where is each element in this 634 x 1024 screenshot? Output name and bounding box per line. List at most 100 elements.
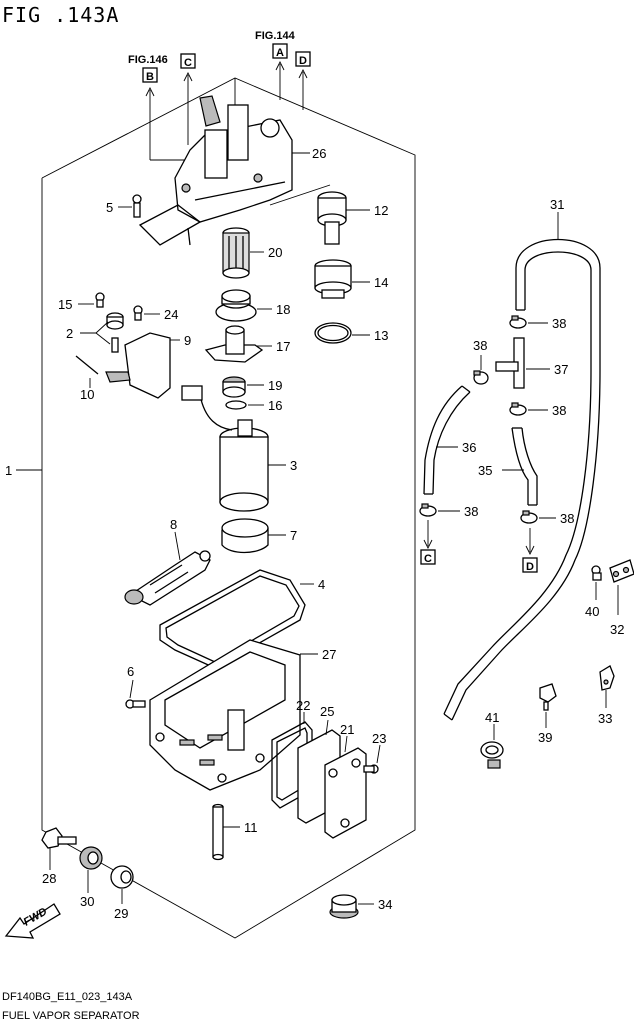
connector-d-bottom[interactable]: D bbox=[522, 557, 538, 573]
part-38-clip-e[interactable] bbox=[520, 510, 538, 524]
part-36-hose[interactable] bbox=[423, 385, 471, 495]
connector-c-bottom[interactable]: C bbox=[420, 549, 436, 565]
label-14: 14 bbox=[374, 275, 388, 290]
part-19-grommet[interactable] bbox=[222, 376, 246, 398]
label-24: 24 bbox=[164, 307, 178, 322]
svg-text:D: D bbox=[299, 55, 307, 67]
part-15-screw[interactable] bbox=[95, 292, 105, 308]
fig-ref-144[interactable]: FIG.144 bbox=[255, 30, 296, 42]
part-10-pin[interactable] bbox=[75, 355, 99, 375]
part-21-cover[interactable] bbox=[324, 747, 367, 839]
label-18: 18 bbox=[276, 302, 290, 317]
label-26: 26 bbox=[312, 146, 326, 161]
part-5-screw[interactable] bbox=[132, 194, 142, 218]
fig-ref-146[interactable]: FIG.146 bbox=[128, 54, 168, 66]
part-27-chamber-body[interactable] bbox=[149, 639, 301, 791]
part-17-bracket[interactable] bbox=[204, 325, 264, 363]
part-2-sensor[interactable] bbox=[106, 312, 124, 353]
label-37: 37 bbox=[554, 362, 568, 377]
svg-text:C: C bbox=[424, 553, 432, 565]
label-38-d: 38 bbox=[464, 504, 478, 519]
label-13: 13 bbox=[374, 328, 388, 343]
part-23-screw[interactable] bbox=[363, 764, 379, 774]
label-15: 15 bbox=[58, 297, 72, 312]
part-3-fuel-pump[interactable] bbox=[181, 385, 269, 512]
part-26-cover[interactable] bbox=[174, 95, 293, 246]
part-34-grommet[interactable] bbox=[329, 894, 359, 919]
part-24-screw[interactable] bbox=[133, 305, 143, 321]
part-4-gasket[interactable] bbox=[159, 569, 306, 669]
part-38-clip-c[interactable] bbox=[509, 402, 527, 416]
part-31-hose[interactable] bbox=[443, 239, 601, 721]
label-7: 7 bbox=[290, 528, 297, 543]
label-25: 25 bbox=[320, 704, 334, 719]
label-41: 41 bbox=[485, 710, 499, 725]
label-20: 20 bbox=[268, 245, 282, 260]
part-14-housing[interactable] bbox=[314, 259, 352, 299]
label-33: 33 bbox=[598, 711, 612, 726]
part-8-strainer[interactable] bbox=[124, 531, 211, 606]
connector-b-top[interactable]: B bbox=[142, 67, 158, 83]
label-29: 29 bbox=[114, 906, 128, 921]
connector-a-top[interactable]: A bbox=[272, 43, 288, 59]
part-cover-plate bbox=[138, 204, 202, 246]
connector-c-top[interactable]: C bbox=[180, 53, 196, 69]
label-35: 35 bbox=[478, 463, 492, 478]
svg-text:D: D bbox=[526, 561, 534, 573]
label-31: 31 bbox=[550, 197, 564, 212]
label-28: 28 bbox=[42, 871, 56, 886]
label-39: 39 bbox=[538, 730, 552, 745]
part-28-bolt[interactable] bbox=[41, 827, 77, 849]
part-30-grommet[interactable] bbox=[79, 846, 103, 870]
label-34: 34 bbox=[378, 897, 392, 912]
label-23: 23 bbox=[372, 731, 386, 746]
label-40: 40 bbox=[585, 604, 599, 619]
part-37-tee[interactable] bbox=[495, 337, 525, 389]
part-13-o-ring[interactable] bbox=[314, 322, 352, 344]
label-11: 11 bbox=[244, 820, 258, 835]
label-5: 5 bbox=[106, 200, 113, 215]
label-12: 12 bbox=[374, 203, 388, 218]
label-10: 10 bbox=[80, 387, 94, 402]
part-29-collar[interactable] bbox=[110, 865, 134, 889]
part-41-hose-clamp[interactable] bbox=[480, 741, 504, 769]
svg-text:C: C bbox=[184, 57, 192, 69]
part-7-holder[interactable] bbox=[221, 518, 269, 554]
label-27: 27 bbox=[322, 647, 336, 662]
label-1: 1 bbox=[5, 463, 12, 478]
label-16: 16 bbox=[268, 398, 282, 413]
part-39-clip[interactable] bbox=[539, 683, 557, 711]
part-12-valve[interactable] bbox=[317, 191, 347, 245]
label-2: 2 bbox=[66, 326, 73, 341]
part-11-hose[interactable] bbox=[212, 803, 224, 861]
part-20-filter[interactable] bbox=[222, 227, 250, 279]
part-33-clamp[interactable] bbox=[599, 665, 615, 691]
part-32-bracket[interactable] bbox=[609, 559, 634, 583]
part-18-cap[interactable] bbox=[215, 289, 257, 322]
svg-text:B: B bbox=[146, 71, 154, 83]
label-32: 32 bbox=[610, 622, 624, 637]
label-6: 6 bbox=[127, 664, 134, 679]
label-22: 22 bbox=[296, 698, 310, 713]
label-38-c: 38 bbox=[552, 403, 566, 418]
part-40-screw[interactable] bbox=[591, 565, 602, 581]
label-3: 3 bbox=[290, 458, 297, 473]
svg-text:A: A bbox=[276, 47, 284, 59]
label-38-b: 38 bbox=[473, 338, 487, 353]
label-9: 9 bbox=[184, 333, 191, 348]
fwd-arrow: FWD bbox=[4, 903, 61, 939]
label-8: 8 bbox=[170, 517, 177, 532]
connector-d-top[interactable]: D bbox=[295, 51, 311, 67]
part-16-o-ring[interactable] bbox=[225, 400, 247, 410]
part-38-clip-a[interactable] bbox=[509, 315, 527, 329]
label-36: 36 bbox=[462, 440, 476, 455]
part-6-bolt[interactable] bbox=[125, 699, 146, 709]
part-38-clip-b[interactable] bbox=[473, 370, 489, 385]
part-35-hose[interactable] bbox=[511, 427, 538, 506]
label-38-e: 38 bbox=[560, 511, 574, 526]
label-19: 19 bbox=[268, 378, 282, 393]
part-38-clip-d[interactable] bbox=[419, 503, 437, 517]
part-9-cover[interactable] bbox=[105, 332, 171, 399]
label-4: 4 bbox=[318, 577, 325, 592]
